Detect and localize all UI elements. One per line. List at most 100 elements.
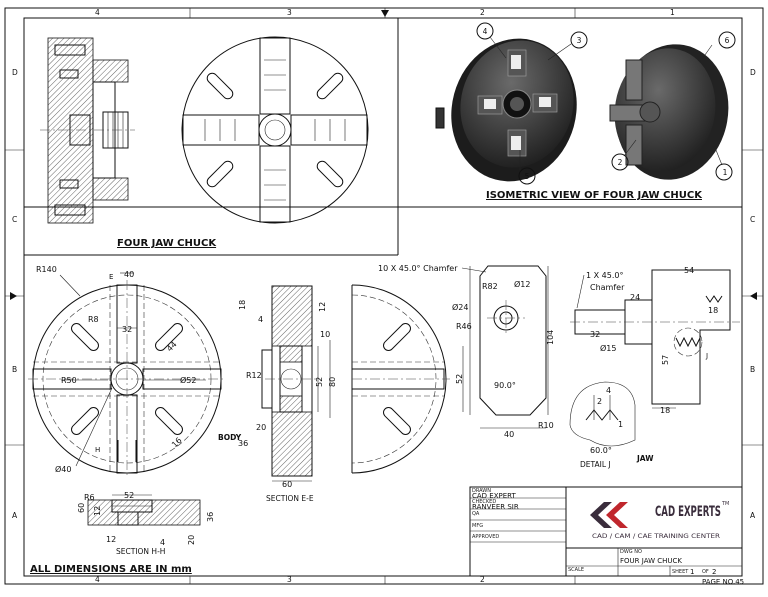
balloon-3: 3 (577, 36, 582, 45)
body-front-view (28, 272, 226, 478)
dim-ee-80: 80 (328, 377, 337, 387)
dim-40: 40 (124, 270, 134, 279)
dim-detail-1: 1 (618, 420, 623, 429)
dim-detail-4: 4 (606, 386, 611, 395)
dwg-no-value: FOUR JAW CHUCK (620, 557, 682, 565)
detail-j-dimensions: 4 2 1 60.0° (590, 386, 623, 455)
dim-r140: R140 (36, 265, 57, 274)
dim-ee-52: 52 (315, 377, 324, 387)
assembly-front-view (181, 36, 369, 224)
dim-ee-36: 36 (238, 439, 248, 448)
label-j: J (705, 352, 708, 360)
body-label: BODY (218, 433, 242, 442)
checked-label: CHECKED (472, 499, 496, 505)
zone-letter: B (750, 365, 755, 374)
body-side-view (351, 284, 464, 474)
scale-label: SCALE (568, 567, 584, 573)
dim-r6: R6 (84, 493, 95, 502)
sheet-value: 1 (690, 568, 694, 576)
logo-text: CAD EXPERTS (655, 504, 721, 520)
balloon-6: 6 (725, 36, 730, 45)
dim-32: 32 (122, 325, 132, 334)
four-jaw-chuck-title: FOUR JAW CHUCK (117, 238, 217, 249)
dim-side-52: 52 (455, 374, 464, 384)
jaw-side-dimensions: 1 X 45.0° Chamfer 54 24 18 32 Ø15 57 J 1… (576, 266, 730, 415)
zone-number: 4 (95, 8, 100, 17)
title-block (469, 486, 743, 577)
balloon-2: 2 (618, 158, 623, 167)
all-dimensions-note: ALL DIMENSIONS ARE IN mm (30, 564, 192, 575)
dim-chamfer-word: Chamfer (590, 283, 625, 292)
assembly-section-view (40, 37, 135, 224)
dim-chamfer-1: 1 X 45.0° (586, 271, 623, 280)
balloon-4: 4 (483, 27, 488, 36)
center-mark-left-icon (10, 292, 17, 300)
dim-ee-60: 60 (282, 480, 292, 489)
isometric-view-front (435, 38, 577, 182)
dim-18: 18 (708, 306, 718, 315)
center-mark-top-icon (381, 10, 389, 17)
dim-r10: R10 (538, 421, 554, 430)
section-ee-view (261, 285, 318, 477)
zone-number: 1 (670, 8, 675, 17)
logo-tm: TM (721, 501, 729, 507)
zone-letter: A (750, 511, 756, 520)
dim-phi52: Ø52 (180, 375, 196, 385)
dim-jaw-40: 40 (504, 430, 514, 439)
dim-ee-r12: R12 (246, 371, 262, 380)
dim-detail-2: 2 (597, 397, 602, 406)
dim-r82: R82 (482, 282, 498, 291)
dim-ee-12: 12 (318, 302, 327, 312)
zone-letter: B (12, 365, 17, 374)
dim-hh-12: 12 (93, 506, 102, 516)
balloon-callouts: 1 2 3 4 5 6 (476, 22, 736, 185)
dim-104: 104 (546, 330, 555, 345)
detail-j-label: DETAIL J (580, 460, 611, 469)
label-h: H (95, 446, 100, 454)
approved-label: APPROVED (472, 534, 499, 540)
zone-number: 3 (287, 575, 292, 584)
sheet-border (4, 7, 764, 585)
zone-letter: A (12, 511, 18, 520)
mfg-label: MFG (472, 523, 483, 529)
zone-letter: D (12, 68, 18, 77)
zone-number: 3 (287, 8, 292, 17)
dim-hh-52: 52 (124, 491, 134, 500)
dim-r46: R46 (456, 322, 472, 331)
zone-number: 2 (480, 8, 485, 17)
isometric-view-back (609, 44, 729, 180)
dim-phi15: Ø15 (600, 343, 616, 353)
zone-letter: C (750, 215, 755, 224)
center-mark-right-icon (750, 292, 757, 300)
section-hh-dimensions: R6 52 60 12 36 12 4 20 (77, 491, 215, 547)
detail-j-view (569, 381, 636, 447)
dim-hh-20: 20 (187, 535, 196, 545)
logo-chevron-dark-icon (590, 502, 612, 528)
jaw-label: JAW (636, 454, 654, 463)
dim-44: 44 (165, 340, 179, 354)
dim-16: 16 (170, 436, 184, 450)
page-number: PAGE NO.45 (702, 578, 744, 586)
logo-chevron-red-icon (606, 502, 628, 528)
dim-ee-20: 20 (256, 423, 266, 432)
dim-r8: R8 (88, 315, 99, 324)
dim-24: 24 (630, 293, 640, 302)
zone-numbers-bottom: 4 3 2 (95, 575, 485, 584)
cad-experts-logo: CAD EXPERTS TM CAD / CAM / CAE TRAINING … (590, 501, 729, 540)
section-ee-label: SECTION E-E (266, 494, 314, 503)
dim-54: 54 (684, 266, 694, 275)
dim-hh-12b: 12 (106, 535, 116, 544)
dim-hh-4: 4 (160, 538, 165, 547)
isometric-title: ISOMETRIC VIEW OF FOUR JAW CHUCK (486, 190, 703, 201)
dim-hh-60: 60 (77, 503, 86, 513)
zone-numbers-top: 4 3 2 1 (95, 8, 675, 17)
of-label: OF (702, 569, 709, 575)
label-e-top: E (109, 273, 113, 281)
logo-tagline: CAD / CAM / CAE TRAINING CENTER (592, 533, 720, 540)
dwg-no-label: DWG NO (620, 549, 642, 555)
qa-label: QA (472, 511, 480, 517)
dim-phi12: Ø12 (514, 279, 530, 289)
jaw-front-dimensions: 10 X 45.0° Chamfer R82 Ø12 Ø24 R46 104 9… (378, 264, 555, 439)
balloon-5: 5 (525, 172, 530, 181)
